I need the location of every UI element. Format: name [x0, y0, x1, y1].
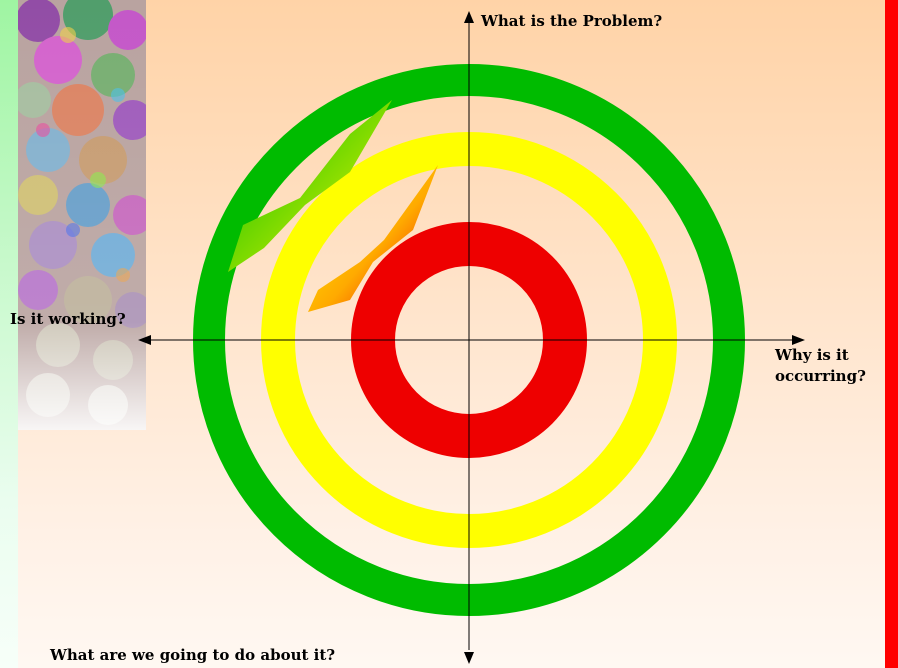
- axis-label-working: Is it working?: [10, 309, 126, 330]
- axis-label-why: Why is it occurring?: [775, 345, 898, 387]
- arrow-down-icon: [464, 652, 474, 664]
- arrow-right-icon: [792, 335, 805, 345]
- arrow-up-icon: [464, 11, 474, 23]
- axis-label-problem: What is the Problem?: [481, 11, 662, 32]
- arrow-left-icon: [138, 335, 151, 345]
- axis-label-action: What are we going to do about it?: [50, 645, 335, 666]
